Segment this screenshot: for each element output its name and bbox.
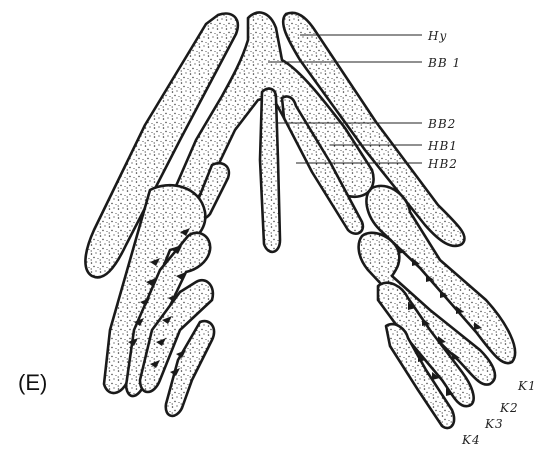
label-k1: K1 [517,379,537,393]
label-k4: K4 [461,433,481,447]
label-bb1: BB 1 [427,56,461,70]
label-hb2: HB2 [427,157,458,171]
label-k2: K2 [499,401,519,415]
label-k3: K3 [484,417,504,431]
panel-label: (E) [18,370,47,395]
label-hy: Hy [427,29,447,43]
label-hb1: HB1 [427,139,458,153]
basibranchial-2 [260,89,280,252]
label-bb2: BB2 [427,117,456,131]
